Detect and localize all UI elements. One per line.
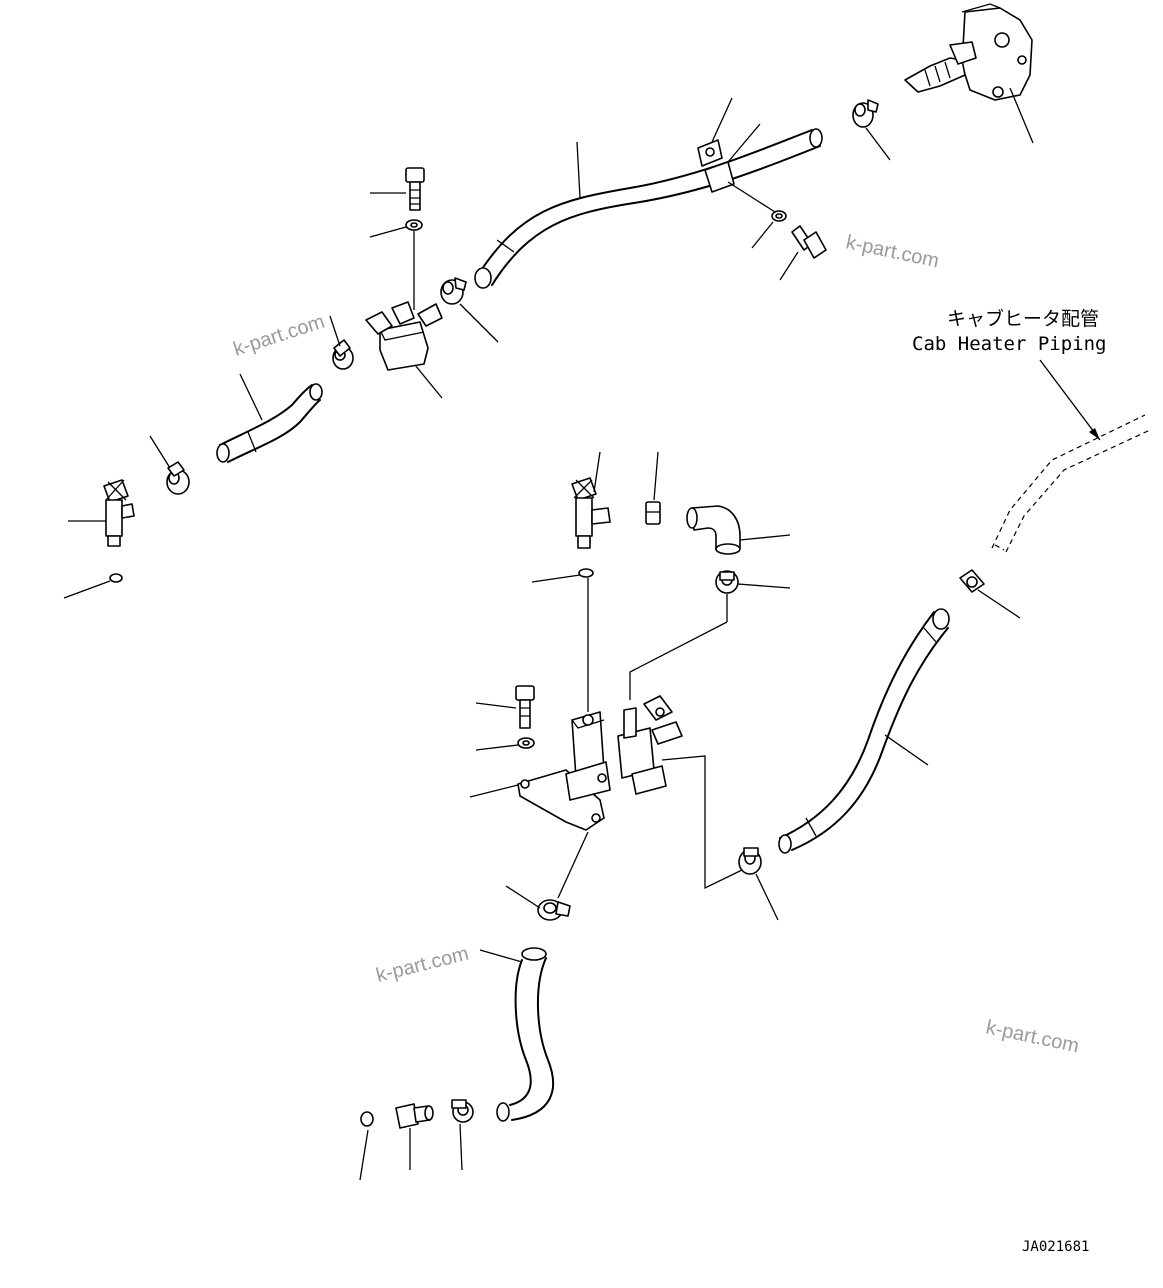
washer-right (771, 210, 787, 222)
leader-elbow-hose (739, 534, 791, 541)
drain-cock-left (103, 479, 135, 547)
nipple-fitting-bottom (395, 1103, 434, 1129)
leader-heater-unit (1009, 87, 1034, 144)
o-ring-bottom (360, 1111, 374, 1127)
hose-clamp-upper-mid (440, 277, 467, 305)
hose-clamp-under-valve (537, 899, 571, 921)
leader-clamp-lower-middle (755, 873, 779, 921)
leader-drain-cock-middle (593, 451, 601, 493)
hose-clamp-right (959, 569, 985, 593)
leader-clip (727, 123, 761, 163)
bolt-right (791, 225, 827, 259)
bolt-upper-left (405, 167, 425, 211)
leader-valve-upper (414, 364, 443, 399)
bolt-middle (515, 685, 535, 729)
elbow-hose-middle (686, 505, 741, 555)
hose-clamp-lower-middle (738, 847, 762, 875)
heater-valve-with-bracket (517, 695, 683, 831)
cab-heater-label-jp: キャブヒータ配管 (947, 307, 1099, 330)
hose-clamp-far-left (166, 461, 190, 495)
leader-clamp-bottom (459, 1123, 463, 1171)
axis-valve-to-clamp (661, 755, 743, 890)
cab-heater-label-en: Cab Heater Piping (912, 333, 1106, 355)
leader-clamp-middle-right (737, 583, 791, 589)
lower-right-long-hose (778, 608, 950, 854)
hose-clip-bracket (697, 139, 735, 193)
watermark-bottom-left: k-part.com (374, 943, 471, 987)
o-ring-middle (578, 568, 594, 578)
cab-heater-leader-arrow (1039, 359, 1101, 441)
leader-clamp-upper-mid (459, 303, 499, 343)
leader-clamp-far-left (149, 435, 171, 469)
leader-washer-middle (475, 744, 519, 751)
o-ring-left (109, 573, 123, 583)
heater-unit-part (904, 3, 1033, 101)
drawing-code: JA021681 (1022, 1239, 1089, 1255)
drain-cock-middle (571, 477, 611, 549)
leader-washer-right (751, 221, 774, 249)
leader-o-ring-bottom (359, 1129, 369, 1181)
hose-clamp-bottom (451, 1099, 474, 1123)
watermark-top-right: k-part.com (844, 231, 941, 272)
watermark-bottom-right: k-part.com (984, 1016, 1081, 1057)
leader-clamp-valve-left (329, 315, 341, 347)
leader-clamp-right (977, 589, 1021, 619)
leader-upper-long-hose (576, 141, 581, 199)
axis-clamp-to-valve-bottom (557, 831, 589, 899)
lower-bent-hose (496, 947, 555, 1122)
leader-o-ring-middle (531, 574, 581, 583)
axis-clamp-to-valve (629, 621, 728, 700)
leader-lower-bent-hose (479, 949, 523, 963)
leader-clip-bracket (711, 97, 733, 143)
leader-hose-sleeve (653, 451, 659, 501)
leader-o-ring-left (63, 580, 111, 599)
washer-upper-left (405, 219, 423, 231)
cab-heater-piping-outline (991, 414, 1151, 553)
hose-clamp-valve-left (332, 339, 354, 370)
upper-short-hose (216, 383, 323, 463)
watermark-top-left: k-part.com (231, 311, 328, 361)
heater-valve-upper (365, 301, 443, 371)
leader-lower-right-hose (884, 734, 929, 766)
leader-bolt-right (779, 251, 799, 281)
leader-clamp-top-right (865, 127, 891, 161)
hose-clamp-top-right (852, 99, 879, 128)
leader-upper-short-hose (239, 373, 263, 421)
leader-clamp-under-valve (505, 885, 541, 909)
hose-clamp-middle-right (715, 570, 739, 594)
leader-clip-to-washer (727, 181, 776, 213)
leader-bolt-middle (475, 702, 517, 709)
hose-sleeve-small (645, 501, 661, 525)
leader-washer-upper-left (369, 226, 407, 238)
washer-middle (517, 737, 535, 749)
leader-valve-bracket (469, 784, 519, 798)
